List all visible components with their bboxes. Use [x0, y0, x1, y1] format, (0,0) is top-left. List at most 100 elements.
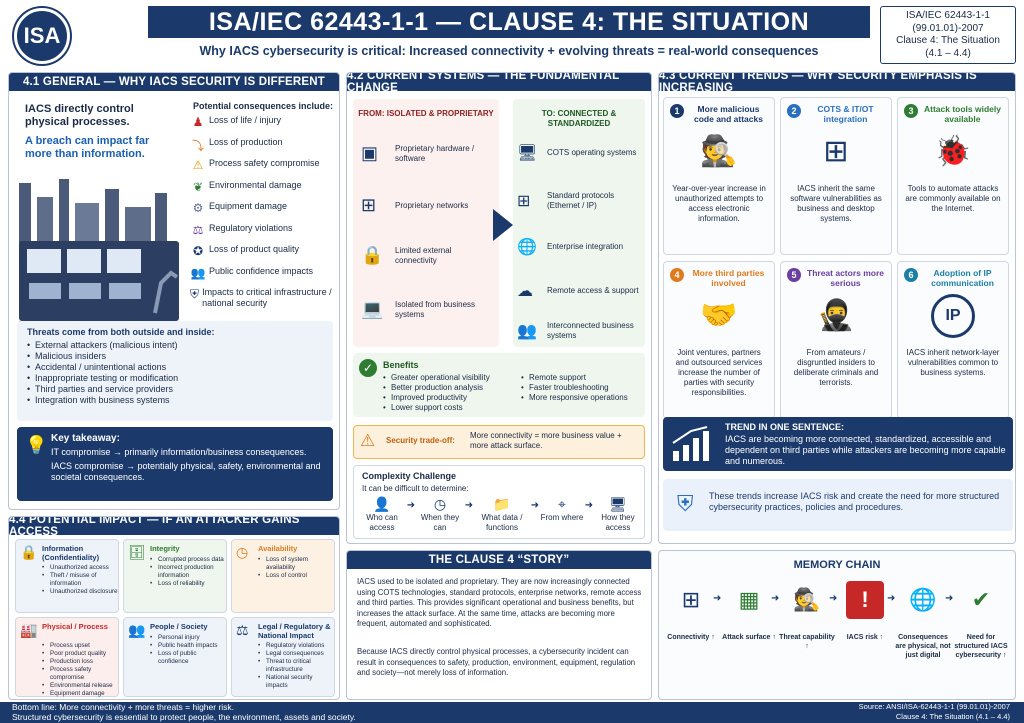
impact-list: Regulatory violationsLegal consequencesT…	[258, 642, 334, 690]
folder-icon: 📁	[493, 496, 511, 512]
impact-title: Integrity	[150, 544, 180, 553]
production-chart-icon: ⤵	[191, 138, 204, 153]
brick-wall-icon: ▦	[738, 587, 760, 612]
trend-text: From amateurs / disgruntled insiders to …	[793, 348, 879, 387]
story-section: THE CLAUSE 4 “STORY” IACS used to be iso…	[346, 550, 652, 700]
section-4-2: 4.2 CURRENT SYSTEMS — THE FUNDAMENTAL CH…	[346, 72, 652, 544]
memory-chain-step: ! IACS risk ↑	[837, 581, 893, 642]
consequence-text: Loss of product quality	[209, 244, 300, 254]
benefit-item: More responsive operations	[521, 393, 645, 403]
key-takeaway-line: IT compromise → primarily information/bu…	[51, 447, 307, 457]
trend-title: More malicious code and attacks	[694, 104, 763, 124]
bug-globe-icon: 🐞	[934, 135, 972, 168]
from-box: FROM: ISOLATED & PROPRIETARY ▣Proprietar…	[353, 99, 499, 347]
key-takeaway-title: Key takeaway:	[51, 433, 120, 444]
gear-icon: ⚙	[192, 201, 204, 215]
threat-item: Inappropriate testing or modification	[27, 373, 323, 384]
step-label: What data / functions	[481, 513, 523, 532]
consequence-text: Environmental damage	[209, 179, 302, 190]
trend-number: 2	[787, 104, 801, 118]
impact-item: Unauthorized access	[42, 564, 118, 572]
globe-icon: 🌐	[909, 587, 937, 612]
transition-arrow	[493, 209, 513, 241]
person-icon: 👤	[373, 496, 391, 512]
consequence-text: Equipment damage	[209, 201, 288, 211]
lock-icon: 🔒	[20, 544, 38, 560]
benefit-item: Lower support costs	[383, 403, 523, 413]
to-item: ⊞Standard protocols (Ethernet / IP)	[517, 191, 641, 211]
warning-icon: !	[846, 581, 884, 619]
computer-icon: 🖥	[517, 145, 538, 162]
story-paragraph: Because IACS directly control physical p…	[357, 647, 636, 677]
impact-card: 🏭 Physical / Process Process upsetPoor p…	[15, 617, 119, 698]
globe-icon: 🌐	[517, 239, 537, 256]
impact-card: 🔒 Information (Confidentiality) Unauthor…	[15, 539, 119, 613]
trend-text: Year-over-year increase in unauthorized …	[672, 184, 766, 223]
chain-arrow-icon: ➜	[829, 593, 838, 604]
section-4-1: 4.1 GENERAL — WHY IACS SECURITY IS DIFFE…	[8, 72, 340, 510]
trend-number: 4	[670, 268, 684, 282]
complexity-steps: 👤Who can access ➜ ◷When they can ➜ 📁What…	[358, 496, 642, 533]
isa-logo: ISA	[14, 8, 70, 64]
to-item: 🖥COTS operating systems	[517, 143, 641, 163]
impact-title: Availability	[258, 544, 298, 553]
consequence-text: Loss of life / injury	[209, 115, 282, 125]
clock-icon: ◷	[433, 496, 447, 512]
location-pin-icon: ⌖	[558, 496, 566, 512]
story-paragraph: IACS used to be isolated and proprietary…	[357, 577, 642, 628]
memory-chain-section: MEMORY CHAIN ⊞ Connectivity ↑➜▦ Attack s…	[658, 550, 1016, 700]
consequence-item: 👥Public confidence impacts	[187, 266, 337, 288]
impact-list: Loss of system availabilityLoss of contr…	[258, 556, 334, 580]
impact-item: Unauthorized disclosure	[42, 588, 118, 596]
footer-source: Source: ANSI/ISA-62443-1-1 (99.01.01)-20…	[859, 702, 1010, 722]
trend-number: 5	[787, 268, 801, 282]
consequence-text: Impacts to critical infrastructure / nat…	[202, 287, 332, 308]
chain-arrow-icon: ➜	[945, 593, 954, 604]
ref-line: Clause 4: The Situation	[896, 35, 1000, 46]
key-takeaway-box: 💡 Key takeaway: IT compromise → primaril…	[17, 427, 333, 501]
scales-icon: ⚖	[192, 222, 204, 237]
benefit-item: Better production analysis	[383, 383, 523, 393]
to-title: TO: CONNECTED & STANDARDIZED	[541, 109, 617, 128]
impact-card: ◷ Availability Loss of system availabili…	[231, 539, 335, 613]
tradeoff-label: Security trade-off:	[386, 436, 455, 445]
impact-item: Loss of reliability	[150, 580, 226, 588]
memory-chain-step: 🕵 Threat capability ↑	[779, 581, 835, 651]
threat-item: External attackers (malicious intent)	[27, 340, 323, 351]
handshake-icon: 🤝	[700, 299, 738, 332]
impact-card: 🗄 Integrity Corrupted process dataIncorr…	[123, 539, 227, 613]
complexity-step: ◷When they can	[416, 496, 464, 533]
benefits-title: Benefits	[383, 360, 419, 370]
consequence-item: ⚠Process safety compromise	[187, 158, 337, 180]
memory-chain-label: Consequences are physical, not just digi…	[895, 634, 951, 659]
chain-arrow-icon: ➜	[713, 593, 722, 604]
memory-chain-label: Need for structured IACS cybersecurity ↑	[954, 634, 1008, 659]
consequence-item: ♟Loss of life / injury	[187, 115, 337, 137]
tradeoff-text: More connectivity = more business value …	[470, 431, 622, 450]
trend-text: IACS inherit the same software vulnerabi…	[790, 184, 882, 223]
memory-chain-step: ▦ Attack surface ↑	[721, 581, 777, 642]
people-icon: 👥	[517, 323, 537, 340]
trend-title: COTS & IT/OT integration	[817, 104, 874, 124]
complexity-step: 👤Who can access	[358, 496, 406, 533]
benefits-box: ✓ Benefits Greater operational visibilit…	[353, 353, 645, 417]
ref-line: (99.01.01)-2007	[912, 22, 984, 34]
laptop-icon: 💻	[361, 299, 384, 319]
chain-arrow-icon: ➜	[887, 593, 896, 604]
consequence-item: ⚖Regulatory violations	[187, 223, 337, 245]
ip-icon: IP	[898, 288, 1008, 344]
to-box: TO: CONNECTED & STANDARDIZED 🖥COTS opera…	[513, 99, 645, 347]
benefit-item: Remote support	[521, 373, 645, 383]
to-text: Remote access & support	[547, 286, 639, 295]
footer-bottom-line-2: Structured cybersecurity is essential to…	[12, 712, 356, 722]
trend-sentence-text: IACS are becoming more connected, standa…	[725, 434, 1006, 466]
memory-chain-label: Attack surface ↑	[722, 634, 776, 641]
intro-text: IACS directly control physical processes…	[25, 103, 134, 128]
quality-badge-icon: ✪	[192, 244, 204, 258]
section-4-3-title: 4.3 CURRENT TRENDS — WHY SECURITY EMPHAS…	[659, 73, 1015, 94]
memory-chain-step: ⊞ Connectivity ↑	[663, 581, 719, 642]
key-takeaway-line: IACS compromise → potentially physical, …	[51, 461, 321, 482]
step-label: How they access	[601, 513, 635, 532]
